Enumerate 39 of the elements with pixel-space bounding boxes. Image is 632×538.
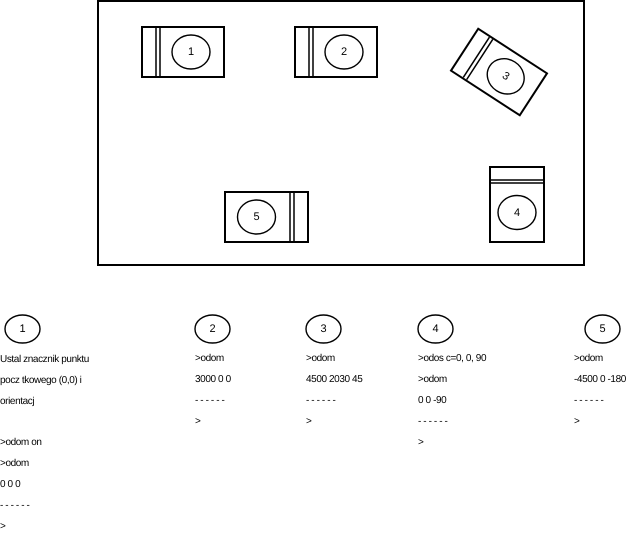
step-number: 1 <box>19 323 26 335</box>
command-text: Ustal znacznik punktu pocz tkowego (0,0) i orientacj <box>0 353 90 409</box>
command-text: >odom <box>418 374 447 386</box>
robot-pose-box <box>141 26 225 78</box>
workspace-frame <box>97 0 585 266</box>
command-text: 0 0 -90 <box>418 395 446 407</box>
pose-number: 1 <box>188 46 194 58</box>
command-text: > <box>306 416 312 428</box>
command-text: >odom <box>306 353 335 365</box>
command-text: - - - - - - <box>418 416 448 428</box>
robot-pose-box <box>294 26 378 78</box>
command-text: >odom on <box>0 437 42 449</box>
pose-number: 2 <box>340 46 348 58</box>
command-text: > <box>574 416 580 428</box>
command-text: >odom <box>0 458 29 470</box>
command-text: >odos c=0, 0, 90 <box>418 353 486 365</box>
robot-pose-box <box>450 27 548 117</box>
command-text: > <box>0 521 6 533</box>
step-number: 5 <box>599 323 606 335</box>
command-text: - - - - - - <box>195 395 224 407</box>
step-number: 3 <box>320 323 327 335</box>
command-text: 4500 2030 45 <box>306 374 362 386</box>
command-text: > <box>418 437 424 449</box>
robot-pose-box <box>489 166 545 243</box>
command-text: - - - - - - <box>0 500 30 512</box>
command-text: - - - - - - <box>306 395 336 407</box>
command-text: -4500 0 -180 <box>574 374 626 386</box>
pose-number: 4 <box>514 206 520 218</box>
command-text: 0 0 0 <box>0 479 20 491</box>
command-text: - - - - - - <box>574 395 604 407</box>
command-text: > <box>195 416 200 428</box>
step-number: 2 <box>209 323 216 335</box>
pose-number: 3 <box>500 70 512 84</box>
command-text: 3000 0 0 <box>195 374 231 386</box>
robot-pose-box <box>224 191 309 243</box>
pose-number: 5 <box>253 211 260 223</box>
step-number: 4 <box>432 323 439 335</box>
command-text: >odom <box>574 353 603 365</box>
command-text: >odom <box>195 353 224 365</box>
